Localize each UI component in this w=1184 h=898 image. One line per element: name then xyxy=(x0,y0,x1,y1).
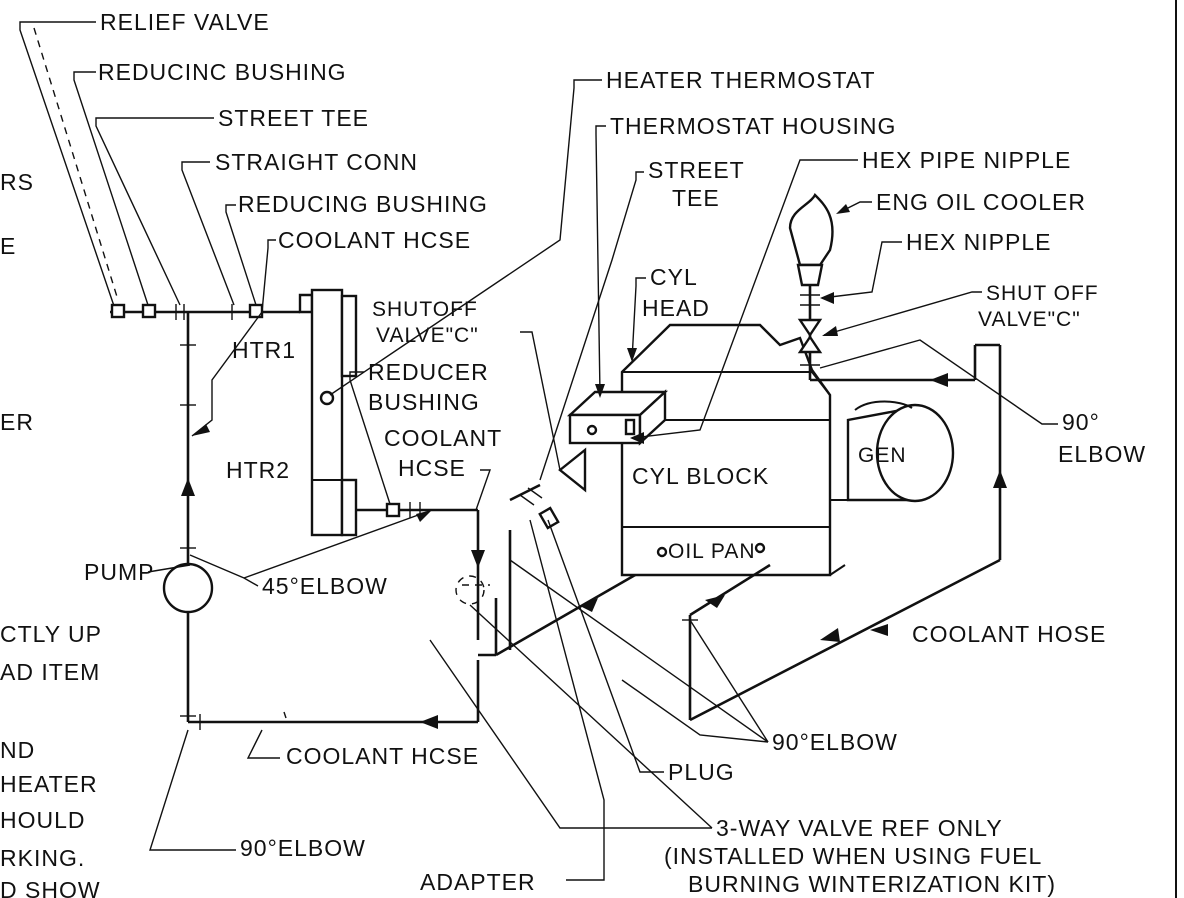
coolant-hose-2-label-line2: HCSE xyxy=(398,455,466,481)
straight-conn-label: STRAIGHT CONN xyxy=(215,149,418,175)
margin-fragment: RS xyxy=(0,169,34,195)
margin-fragment: D SHOW xyxy=(0,877,101,898)
margin-fragment: HEATER xyxy=(0,771,98,797)
three-way-valve-label-line1: 3-WAY VALVE REF ONLY xyxy=(716,815,1003,841)
gen-label: GEN xyxy=(858,444,907,467)
left-coolant-loop xyxy=(110,304,480,730)
thermostat-housing-label: THERMOSTAT HOUSING xyxy=(610,113,896,139)
street-tee-1-label: STREET TEE xyxy=(218,105,369,131)
right-coolant-loop xyxy=(682,343,1007,722)
coolant-hose-2-label-line1: COOLANT xyxy=(384,425,502,451)
margin-fragment: HOULD xyxy=(0,807,86,833)
oil-pan-label: OIL PAN xyxy=(668,540,756,563)
htr1-label: HTR1 xyxy=(232,337,296,363)
reducing-bushing-1-label: REDUCINC BUSHING xyxy=(98,59,347,85)
eng-oil-cooler-label: ENG OIL COOLER xyxy=(876,189,1086,215)
htr2-label: HTR2 xyxy=(226,457,290,483)
elbow-90-3-label: 90°ELBOW xyxy=(240,835,366,861)
relief-valve-label: RELIEF VALVE xyxy=(100,9,270,35)
pump-body xyxy=(162,562,214,614)
three-way-valve-label-line2: (INSTALLED WHEN USING FUEL xyxy=(664,843,1042,869)
elbow-90-1-label-line1: 90° xyxy=(1062,409,1100,435)
relief-valve-fitting xyxy=(110,303,126,319)
cyl-head-label-line1: CYL xyxy=(650,264,698,290)
thermostat-housing xyxy=(566,389,669,446)
margin-fragment: ND xyxy=(0,737,35,763)
cyl-block-label: CYL BLOCK xyxy=(632,463,769,489)
reducing-bushing-fitting xyxy=(141,303,157,319)
adapter-label: ADAPTER xyxy=(420,869,536,895)
cyl-head-label-line2: HEAD xyxy=(642,295,710,321)
reducer-bushing-label-line1: REDUCER xyxy=(368,359,489,385)
margin-fragment: AD ITEM xyxy=(0,659,100,685)
margin-fragment: E xyxy=(0,233,16,259)
street-tee-2-label-line1: STREET xyxy=(648,157,745,183)
shutoff-valve-1-label-line1: SHUTOFF xyxy=(372,298,478,321)
reducing-bushing-2-label: REDUCING BUSHING xyxy=(238,191,488,217)
hex-nipple-label: HEX NIPPLE xyxy=(906,229,1052,255)
engine-block xyxy=(620,323,832,577)
coolant-hose-4-label: COOLANT HCSE xyxy=(286,743,479,769)
elbow-45-label: 45°ELBOW xyxy=(262,573,388,599)
margin-fragment: CTLY UP xyxy=(0,621,102,647)
margin-fragment: ER xyxy=(0,409,34,435)
shutoff-valve-1-label-line2: VALVE"C" xyxy=(376,324,479,347)
plug-label: PLUG xyxy=(668,759,735,785)
reducer-bushing-label-line2: BUSHING xyxy=(368,389,480,415)
pump-label: PUMP xyxy=(84,559,154,585)
shutoff-valve-2-label-line1: SHUT OFF xyxy=(986,282,1099,305)
coolant-hose-1-label: COOLANT HCSE xyxy=(278,227,471,253)
heater-assembly xyxy=(298,288,485,640)
generator xyxy=(846,400,955,503)
shutoff-valve-2-label-line2: VALVE"C" xyxy=(978,308,1081,331)
heater-thermostat-label: HEATER THERMOSTAT xyxy=(606,67,876,93)
street-tee-2-label-line2: TEE xyxy=(672,185,720,211)
eng-oil-cooler xyxy=(788,192,834,380)
hex-pipe-nipple-label: HEX PIPE NIPPLE xyxy=(862,147,1071,173)
leader-lines xyxy=(19,21,1058,881)
elbow-90-2-label: 90°ELBOW xyxy=(772,729,898,755)
margin-fragment: RKING. xyxy=(0,845,85,871)
coolant-hose-3-label: COOLANT HOSE xyxy=(912,621,1106,647)
elbow-90-1-label-line2: ELBOW xyxy=(1058,441,1146,467)
three-way-valve-label-line3: BURNING WINTERIZATION KIT) xyxy=(688,871,1056,897)
